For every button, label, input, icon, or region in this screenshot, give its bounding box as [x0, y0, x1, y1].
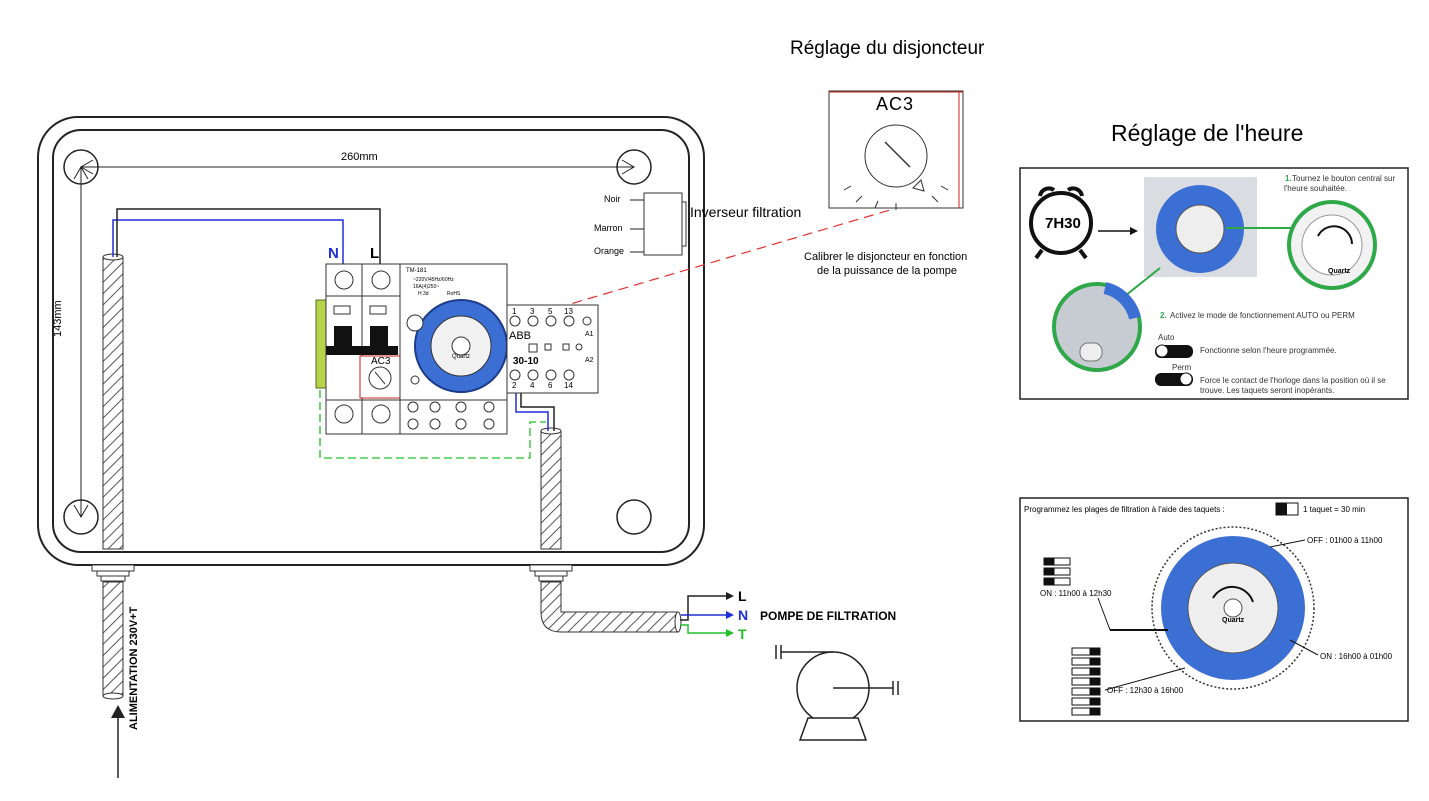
wire-noir-label: Noir — [604, 194, 621, 204]
output-n-label: N — [738, 607, 749, 623]
output-l-label: L — [738, 588, 747, 604]
timer-dial-label: Quartz — [452, 354, 471, 360]
contactor-terminal-6: 6 — [548, 381, 553, 390]
output-wires — [680, 592, 734, 637]
wire-marron-label: Marron — [594, 223, 623, 233]
inverter-label: Inverseur filtration — [690, 204, 802, 220]
contactor-terminal-3: 3 — [530, 307, 535, 316]
timer-spec3: H 3d — [418, 291, 429, 297]
width-dimension: 260mm — [341, 151, 378, 163]
mode-auto-description: Fonctionne selon l'heure programmée. — [1200, 346, 1337, 355]
contactor-coil-a2: A2 — [585, 357, 594, 364]
contactor-terminal-1: 1 — [512, 307, 517, 316]
breaker-dial-label: AC3 — [876, 94, 915, 114]
step1-number: 1. — [1285, 174, 1292, 183]
power-cable — [91, 253, 135, 778]
contactor-terminal-5: 5 — [548, 307, 553, 316]
contactor-terminal-4: 4 — [530, 381, 535, 390]
height-dimension: 143mm — [52, 300, 64, 337]
program-dial-quartz: Quartz — [1222, 617, 1245, 624]
program-header: Programmez les plages de filtration à l'… — [1024, 505, 1225, 514]
breaker-note-line1: Calibrer le disjoncteur en fonction — [804, 251, 968, 263]
step1-text-line2: l'heure souhaitée. — [1284, 184, 1347, 193]
electrical-box — [37, 116, 705, 566]
mode-perm-label: Perm — [1172, 363, 1192, 372]
mode-perm-description-line2: trouve. Les taquets seront inopérants. — [1200, 386, 1335, 395]
contactor-model: 30-10 — [513, 356, 539, 367]
step2-text: Activez le mode de fonctionnement AUTO o… — [1170, 311, 1355, 320]
time-panel-graphics — [1019, 167, 1409, 400]
contactor-terminal-13: 13 — [564, 307, 573, 316]
mode-auto-label: Auto — [1158, 333, 1175, 342]
pump-symbol — [775, 645, 899, 741]
program-panel-graphics — [1019, 497, 1409, 722]
timer-spec1: ~220V/45Hz/60Hz — [413, 277, 454, 283]
program-on1: ON : 11h00 à 12h30 — [1040, 589, 1112, 598]
program-off2: OFF : 12h30 à 16h00 — [1107, 686, 1184, 695]
output-t-label: T — [738, 626, 747, 642]
program-on2: ON : 16h00 à 01h00 — [1320, 652, 1393, 661]
breaker-small-label: AC3 — [371, 356, 391, 367]
program-legend: 1 taquet = 30 min — [1303, 505, 1366, 514]
time-dial-quartz: Quartz — [1328, 268, 1351, 275]
timer-spec2: 16A(4)250~ — [413, 284, 440, 290]
timer-model: TM-181 — [406, 268, 427, 274]
contactor-coil-a1: A1 — [585, 331, 594, 338]
step1-text-line1: Tournez le bouton central sur — [1292, 174, 1396, 183]
step2-number: 2. — [1160, 311, 1167, 320]
pump-label: POMPE DE FILTRATION — [760, 609, 897, 623]
mode-perm-description-line1: Force le contact de l'horloge dans la po… — [1200, 376, 1386, 385]
time-title: Réglage de l'heure — [1111, 120, 1304, 146]
inverter-switch — [630, 192, 687, 256]
terminal-n-label: N — [328, 245, 339, 262]
terminal-l-label: L — [370, 245, 380, 262]
program-off1: OFF : 01h00 à 11h00 — [1307, 536, 1383, 545]
wire-orange-label: Orange — [594, 246, 625, 256]
clock-time: 7H30 — [1045, 215, 1081, 232]
contactor-terminal-14: 14 — [564, 381, 573, 390]
din-devices — [315, 263, 599, 435]
breaker-title: Réglage du disjoncteur — [790, 38, 985, 59]
power-supply-label: ALIMENTATION 230V+T — [128, 606, 140, 730]
breaker-note-line2: de la puissance de la pompe — [817, 265, 958, 277]
pump-cable — [529, 427, 682, 633]
contactor-brand: ABB — [509, 330, 532, 342]
breaker-dial-detail — [828, 90, 964, 210]
timer-spec4: RoHS — [447, 291, 461, 297]
contactor-terminal-2: 2 — [512, 381, 517, 390]
